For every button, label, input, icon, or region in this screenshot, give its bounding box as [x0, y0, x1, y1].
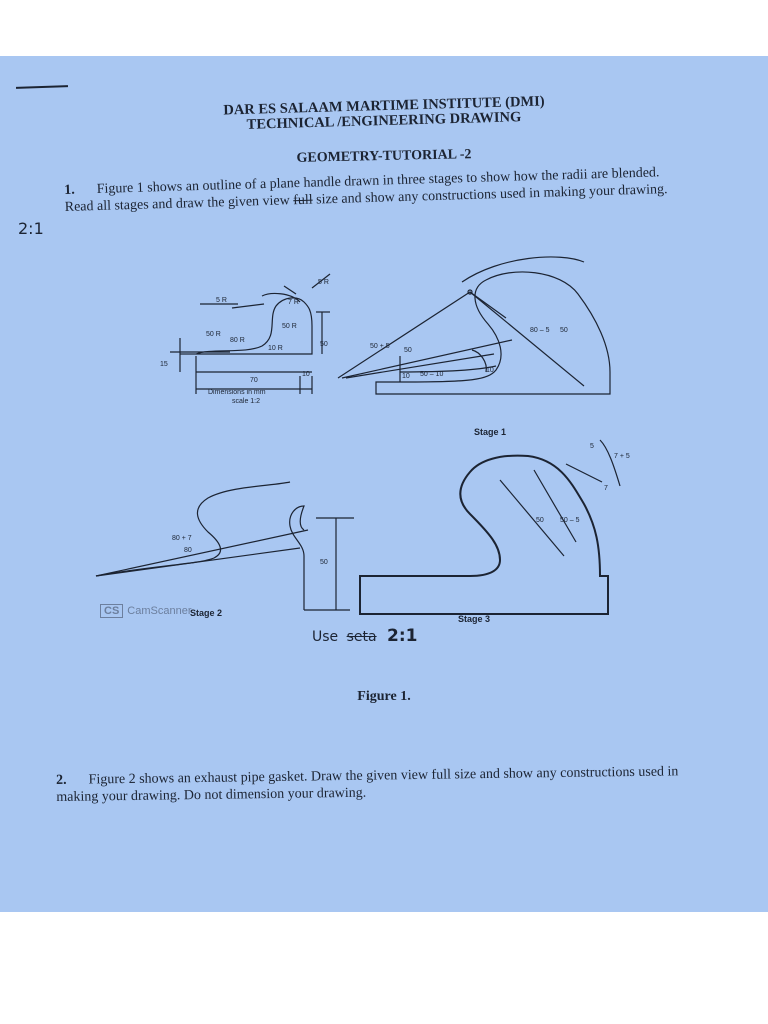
label-s2-80p7: 80 + 7: [172, 535, 192, 542]
scanner-text: CamScanner: [127, 605, 192, 617]
handwritten-scale: 2:1: [387, 626, 418, 646]
label-s3-5: 5: [590, 443, 594, 450]
label-d50: 50: [320, 341, 328, 348]
figure-caption: Figure 1.: [357, 689, 411, 704]
label-s1-10: 10: [402, 373, 410, 380]
stage-2-drawing: [95, 481, 354, 611]
label-s1-50p5: 50 + 5: [370, 343, 390, 350]
dimensioned-outline: [170, 273, 331, 394]
label-s3-7p5: 7 + 5: [614, 453, 630, 460]
label-d70: 70: [250, 377, 258, 384]
scanned-sheet: DAR ES SALAAM MARTIME INSTITUTE (DMI) TE…: [0, 56, 768, 912]
label-d15: 15: [160, 361, 168, 368]
label-s1-10b: 10: [486, 367, 494, 374]
label-s1-5r: 5 R: [318, 279, 329, 286]
stage-1-drawing: [337, 256, 611, 395]
label-s3-7: 7: [604, 485, 608, 492]
label-r5: 5 R: [216, 297, 227, 304]
dims-label: Dimensions in mm: [208, 389, 266, 396]
label-s2-80: 80: [184, 547, 192, 554]
handwritten-note: Use seta 2:1: [312, 626, 418, 646]
label-r80: 80 R: [230, 337, 245, 344]
label-s3-50m5: 50 – 5: [560, 517, 580, 524]
label-s3-50: 50: [536, 517, 544, 524]
label-s1-80m5: 80 – 5: [530, 327, 550, 334]
bottom-margin: [0, 912, 768, 1024]
stage-3-label: Stage 3: [458, 614, 491, 624]
stage-1-label: Stage 1: [474, 427, 507, 437]
handwritten-struck: seta: [346, 629, 377, 645]
label-s1-50c: 50: [560, 327, 568, 334]
stage-2-label: Stage 2: [190, 608, 223, 618]
label-d10: 10: [302, 371, 310, 378]
scale-label: scale 1:2: [232, 398, 260, 405]
label-r50b: 50 R: [282, 323, 297, 330]
stage-3-drawing: [359, 439, 621, 615]
top-margin: [0, 0, 768, 56]
scanner-badge: CS: [100, 604, 124, 618]
question-2-number: 2.: [56, 772, 67, 788]
handwritten-use: Use: [312, 629, 339, 645]
label-s2-50: 50: [320, 559, 328, 566]
margin-note-scale: 2:1: [18, 219, 44, 238]
label-r10: 10 R: [268, 345, 283, 352]
figure-1-drawing: 5 R 7 R 50 R 80 R 10 R 50 R 15 70 10 50 …: [95, 256, 630, 615]
dimension-labels: 5 R 7 R 50 R 80 R 10 R 50 R 15 70 10 50 …: [160, 279, 630, 566]
label-r7: 7 R: [288, 299, 299, 306]
label-s1-50m10: 50 – 10: [420, 371, 443, 378]
label-r50: 50 R: [206, 331, 221, 338]
label-s1-50: 50: [404, 347, 412, 354]
